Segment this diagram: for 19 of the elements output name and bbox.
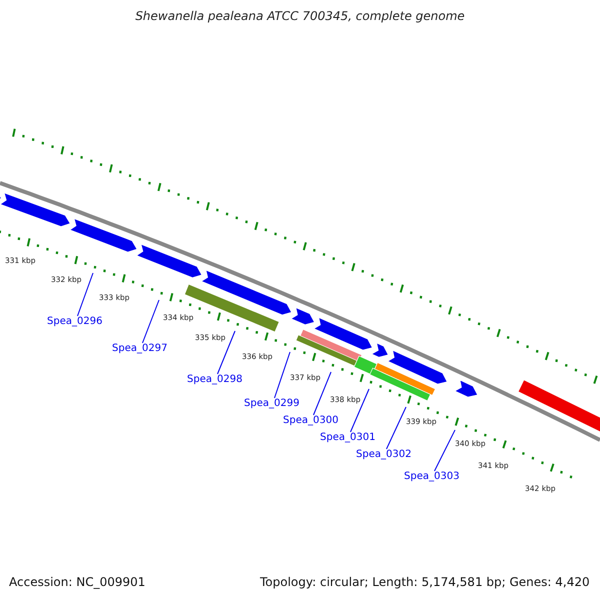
leader-line bbox=[350, 388, 370, 432]
accession-text: Accession: NC_009901 bbox=[9, 575, 146, 589]
gene-label: Spea_0296 bbox=[47, 316, 102, 327]
gene-label: Spea_0300 bbox=[283, 415, 338, 426]
leader-line bbox=[77, 272, 94, 316]
gene-label: Spea_0303 bbox=[404, 471, 460, 482]
gene-label: Spea_0299 bbox=[244, 398, 300, 409]
gene-label: Spea_0301 bbox=[320, 432, 376, 443]
leader-line bbox=[386, 406, 406, 450]
genome-summary-text: Topology: circular; Length: 5,174,581 bp; Genes: 4,420 bbox=[260, 575, 590, 589]
leader-line bbox=[274, 352, 290, 398]
leader-line bbox=[142, 300, 160, 344]
title: Shewanella pealeana ATCC 700345, complete genome bbox=[134, 9, 466, 23]
leader-line bbox=[434, 430, 456, 472]
leader-line bbox=[217, 330, 236, 374]
gene-label: Spea_0302 bbox=[356, 449, 412, 460]
leader-line bbox=[313, 372, 332, 416]
gene-label: Spea_0297 bbox=[112, 343, 168, 354]
gene-label: Spea_0298 bbox=[187, 374, 242, 385]
